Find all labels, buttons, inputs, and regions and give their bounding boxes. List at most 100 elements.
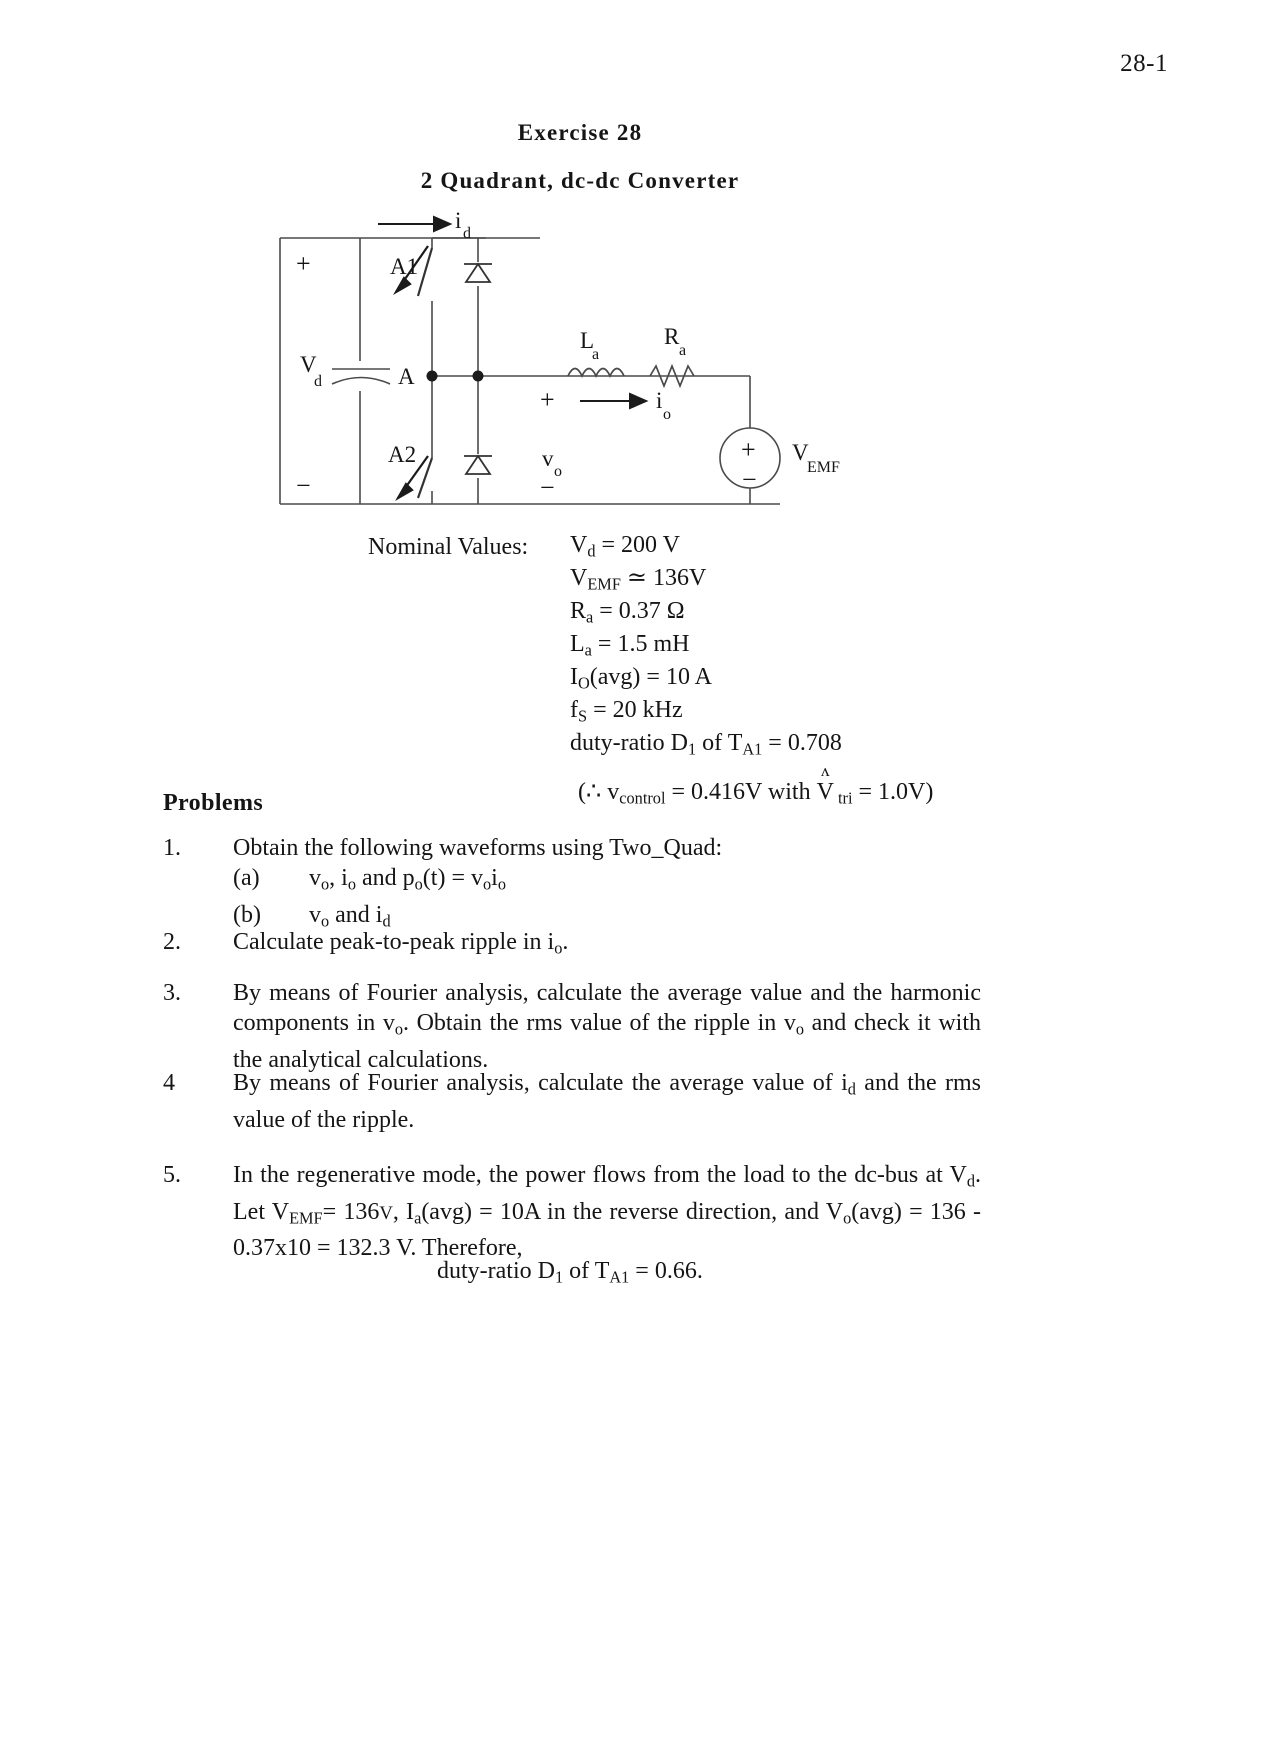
label-minus-bottom: − [296, 471, 311, 500]
t: By means of Fourier analysis, calculate … [233, 1070, 848, 1096]
label-vo-plus: + [540, 385, 555, 414]
problem-body: Calculate peak-to-peak ripple in io. [233, 927, 981, 964]
problem-body: By means of Fourier analysis, calculate … [233, 1068, 981, 1135]
value-row-la: La = 1.5 mH [570, 631, 933, 664]
t: o [394, 1019, 403, 1039]
control-subscript: control [619, 789, 666, 808]
label-la: L [580, 328, 594, 353]
duty-mid: of T [696, 730, 743, 757]
problem-1-sub-b: (b)vo and id [233, 900, 981, 937]
t: , i [329, 865, 348, 891]
value-symbol: V [570, 565, 588, 592]
duty-subscript-2: A1 [742, 739, 763, 759]
nominal-values-list: Vd = 200 V VEMF ≃ 136V Ra = 0.37 Ω La = … [570, 532, 933, 813]
t: o [414, 874, 423, 894]
label-node-a: A [398, 364, 415, 389]
value-row-ra: Ra = 0.37 Ω [570, 598, 933, 631]
problem-number: 3. [163, 980, 181, 1006]
value-row-vd: Vd = 200 V [570, 532, 933, 565]
circuit-diagram: i d + − V d A1 A2 A L a R a i o + v o − … [250, 206, 930, 536]
t: d [847, 1079, 856, 1099]
value-symbol: V [570, 532, 588, 558]
value-row-vemf: VEMF ≃ 136V [570, 565, 933, 598]
problem-item-4: 4 By means of Fourier analysis, calculat… [163, 1068, 981, 1135]
t: duty-ratio D [437, 1258, 555, 1284]
t: and the rms value of the ripple. [233, 1070, 981, 1133]
t: A1 [609, 1267, 630, 1287]
control-open: (∴ v [578, 779, 620, 806]
t: By means of Fourier analysis, calculate … [233, 980, 981, 1036]
problem-body: By means of Fourier analysis, calculate … [233, 978, 981, 1075]
duty-prefix: duty-ratio D [570, 730, 688, 757]
value-subscript: d [587, 541, 596, 561]
t: V [379, 1202, 393, 1224]
value-symbol: f [570, 697, 578, 724]
problem-number: 1. [163, 835, 181, 861]
t: . Let V [233, 1162, 981, 1225]
label-id: i [455, 208, 461, 233]
t: (t) = v [422, 865, 483, 891]
v-tri-symbol: V [816, 779, 834, 806]
t: of T [563, 1258, 610, 1284]
t: d [382, 911, 391, 931]
hat-accent: ʌ [821, 761, 830, 781]
label-io-sub: o [663, 406, 671, 423]
t: . [562, 929, 569, 955]
value-subscript: O [578, 673, 590, 693]
control-value: = 1.0V) [852, 779, 934, 806]
value-subscript: EMF [587, 574, 621, 594]
label-vemf: V [792, 440, 809, 465]
label-vo: v [542, 446, 554, 471]
problem-body: In the regenerative mode, the power flow… [233, 1160, 981, 1263]
problem-item-3: 3. By means of Fourier analysis, calcula… [163, 978, 981, 1075]
label-a2: A2 [388, 442, 416, 467]
t: and check it with the analytical calcula… [233, 1010, 981, 1073]
problem-number: 4 [163, 1070, 175, 1096]
value-symbol: R [570, 598, 587, 625]
value-row-fs: fS = 20 kHz [570, 697, 933, 730]
nominal-values-label: Nominal Values: [368, 534, 529, 560]
label-io: i [656, 388, 662, 413]
value-text: = 200 V [595, 532, 680, 558]
t: o [497, 874, 506, 894]
t: (avg) = 10A in the reverse direction, an… [421, 1198, 844, 1225]
t: o [554, 938, 563, 958]
t: d [966, 1171, 975, 1191]
value-text: ≃ 136V [620, 565, 707, 592]
t: o [321, 911, 330, 931]
problem-1-sub-a: (a)vo, io and po(t) = voio [233, 863, 981, 900]
t: v [309, 865, 321, 891]
label-vo-minus: − [540, 473, 555, 502]
t: o [347, 874, 356, 894]
problem-item-2: 2. Calculate peak-to-peak ripple in io. [163, 927, 981, 964]
label-vd: V [300, 352, 317, 377]
t: . Obtain the rms value of the ripple in … [402, 1010, 796, 1036]
value-subscript: S [578, 706, 588, 726]
problems-heading: Problems [163, 790, 264, 816]
page-number: 28-1 [1120, 50, 1168, 77]
duty-value: = 0.708 [762, 730, 842, 757]
value-symbol: L [570, 631, 585, 658]
t: o [795, 1019, 805, 1039]
t: 1 [554, 1267, 564, 1287]
t: In the regenerative mode, the power flow… [233, 1162, 967, 1188]
label-plus-top: + [296, 249, 311, 278]
problem-number: 5. [163, 1162, 181, 1188]
value-row-io: IO(avg) = 10 A [570, 664, 933, 697]
t: Calculate peak-to-peak ripple in i [233, 929, 555, 955]
problem-body: Obtain the following waveforms using Two… [233, 833, 981, 936]
label-vo-sub: o [554, 463, 562, 480]
t: = 136 [322, 1198, 380, 1225]
label-ra: R [664, 324, 680, 349]
page-title: Exercise 28 [517, 120, 643, 145]
t: and p [355, 865, 415, 891]
page-subtitle: 2 Quadrant, dc-dc Converter [420, 168, 740, 193]
control-mid: = 0.416V with [665, 779, 817, 806]
label-ra-sub: a [679, 342, 686, 359]
problem-number: 2. [163, 929, 181, 955]
duty-subscript: 1 [687, 739, 697, 759]
label-vd-sub: d [314, 373, 322, 390]
t: a [414, 1208, 422, 1228]
value-text: = 20 kHz [587, 697, 683, 724]
